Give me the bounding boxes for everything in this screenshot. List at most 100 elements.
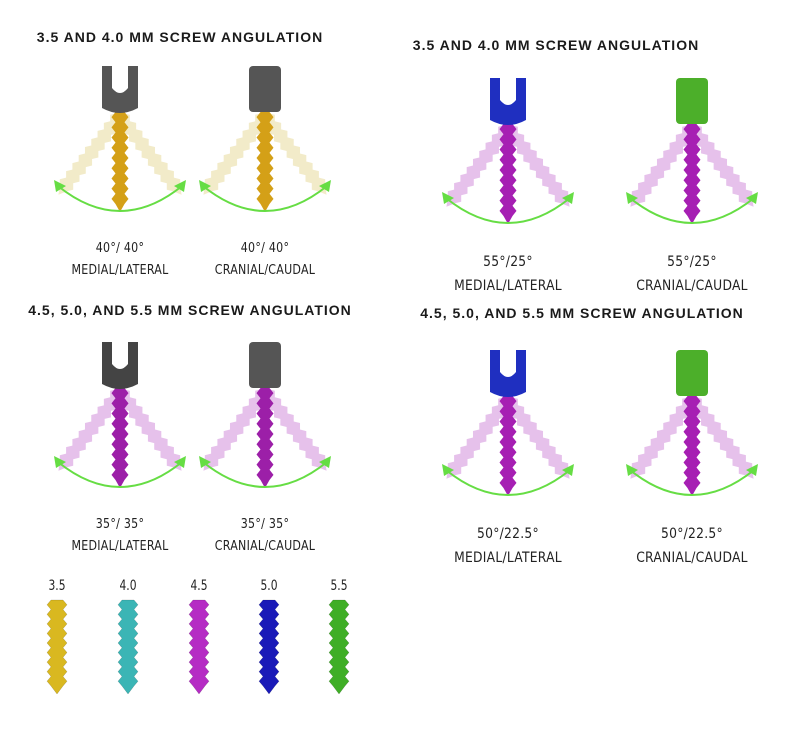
- screw-icon: [46, 599, 68, 695]
- direction-label: CRANIAL/CAUDAL: [636, 550, 748, 566]
- figure-medial-lateral: 55°/25° MEDIAL/LATERAL: [428, 70, 588, 298]
- arrowhead-icon: [174, 180, 186, 192]
- ghost-screw: [630, 125, 696, 207]
- ghost-screw: [630, 397, 696, 479]
- screw-tip: [188, 599, 210, 695]
- ghost-screw: [58, 389, 124, 471]
- screw-tip: [328, 599, 350, 695]
- ghost-screw: [58, 113, 124, 195]
- screw-icon: [188, 599, 210, 695]
- arrowhead-icon: [54, 456, 66, 468]
- figure-cranial-caudal: 55°/25° CRANIAL/CAUDAL: [612, 70, 772, 298]
- screw-icon: [258, 599, 280, 695]
- arrowhead-icon: [319, 456, 331, 468]
- screw-tip: [46, 599, 68, 695]
- panel-title: 3.5 AND 4.0 MM SCREW ANGULATION: [412, 37, 700, 53]
- angle-label: 50°/22.5°: [477, 526, 539, 542]
- ghost-screw: [688, 397, 754, 479]
- angle-arrow: [445, 469, 571, 496]
- screw-size-3-5: 3.5: [32, 578, 82, 698]
- cap-head: [249, 66, 281, 112]
- arrowhead-icon: [54, 180, 66, 192]
- panel-title: 4.5, 5.0, AND 5.5 MM SCREW ANGULATION: [420, 305, 744, 321]
- ghost-screw: [203, 389, 269, 471]
- screw: [499, 124, 517, 224]
- size-label: 4.0: [119, 578, 137, 594]
- angle-label: 55°/25°: [483, 254, 533, 270]
- tulip-head: [490, 350, 526, 397]
- screw-size-4-0: 4.0: [103, 578, 153, 698]
- direction-label: MEDIAL/LATERAL: [454, 278, 562, 294]
- panel-title: 3.5 AND 4.0 MM SCREW ANGULATION: [36, 29, 324, 45]
- angle-arrow: [445, 197, 571, 224]
- cap-head: [676, 78, 708, 124]
- screw-size-4-5: 4.5: [174, 578, 224, 698]
- ghost-screw: [446, 125, 512, 207]
- angle-label: 40°/ 40°: [95, 241, 145, 256]
- arrowhead-icon: [746, 464, 758, 476]
- screw: [499, 396, 517, 496]
- arrowhead-icon: [199, 456, 211, 468]
- angle-arrow: [202, 461, 328, 488]
- screw-icon: [117, 599, 139, 695]
- ghost-screw: [688, 125, 754, 207]
- size-label: 5.5: [330, 578, 348, 594]
- ghost-screw: [116, 113, 182, 195]
- angle-label: 55°/25°: [667, 254, 717, 270]
- tulip-head: [102, 342, 138, 389]
- tulip-head: [102, 66, 138, 113]
- cap-head: [249, 342, 281, 388]
- screw-size-5-5: 5.5: [314, 578, 364, 698]
- ghost-screw: [446, 397, 512, 479]
- figure-medial-lateral: 35°/ 35° MEDIAL/LATERAL: [40, 334, 200, 558]
- screw: [256, 388, 274, 488]
- panel-title: 4.5, 5.0, AND 5.5 MM SCREW ANGULATION: [28, 302, 352, 318]
- angle-label: 35°/ 35°: [240, 517, 290, 532]
- figure-medial-lateral: 40°/ 40° MEDIAL/LATERAL: [40, 58, 200, 282]
- screw-size-5-0: 5.0: [244, 578, 294, 698]
- size-label: 3.5: [48, 578, 66, 594]
- direction-label: MEDIAL/LATERAL: [71, 263, 169, 278]
- figure-cranial-caudal: 35°/ 35° CRANIAL/CAUDAL: [185, 334, 345, 558]
- tulip-head: [490, 78, 526, 125]
- direction-label: MEDIAL/LATERAL: [454, 550, 562, 566]
- screw: [683, 396, 701, 496]
- direction-label: CRANIAL/CAUDAL: [214, 263, 316, 278]
- screw: [683, 124, 701, 224]
- screw: [111, 112, 129, 212]
- direction-label: CRANIAL/CAUDAL: [636, 278, 748, 294]
- angle-arrow: [57, 185, 183, 212]
- arrowhead-icon: [746, 192, 758, 204]
- arrowhead-icon: [442, 464, 454, 476]
- arrowhead-icon: [626, 464, 638, 476]
- angle-label: 40°/ 40°: [240, 241, 290, 256]
- ghost-screw: [203, 113, 269, 195]
- size-label: 4.5: [190, 578, 208, 594]
- ghost-screw: [504, 125, 570, 207]
- arrowhead-icon: [174, 456, 186, 468]
- angle-arrow: [57, 461, 183, 488]
- arrowhead-icon: [626, 192, 638, 204]
- ghost-screw: [116, 389, 182, 471]
- figure-cranial-caudal: 50°/22.5° CRANIAL/CAUDAL: [612, 342, 772, 570]
- ghost-screw: [504, 397, 570, 479]
- size-label: 5.0: [260, 578, 278, 594]
- figure-cranial-caudal: 40°/ 40° CRANIAL/CAUDAL: [185, 58, 345, 282]
- direction-label: CRANIAL/CAUDAL: [214, 539, 316, 554]
- screw-tip: [258, 599, 280, 695]
- angle-arrow: [202, 185, 328, 212]
- angle-arrow: [629, 469, 755, 496]
- screw: [256, 112, 274, 212]
- ghost-screw: [261, 389, 327, 471]
- direction-label: MEDIAL/LATERAL: [71, 539, 169, 554]
- arrowhead-icon: [442, 192, 454, 204]
- screw: [111, 388, 129, 488]
- angle-label: 50°/22.5°: [661, 526, 723, 542]
- screw-icon: [328, 599, 350, 695]
- arrowhead-icon: [562, 192, 574, 204]
- arrowhead-icon: [199, 180, 211, 192]
- figure-medial-lateral: 50°/22.5° MEDIAL/LATERAL: [428, 342, 588, 570]
- angle-label: 35°/ 35°: [95, 517, 145, 532]
- angle-arrow: [629, 197, 755, 224]
- cap-head: [676, 350, 708, 396]
